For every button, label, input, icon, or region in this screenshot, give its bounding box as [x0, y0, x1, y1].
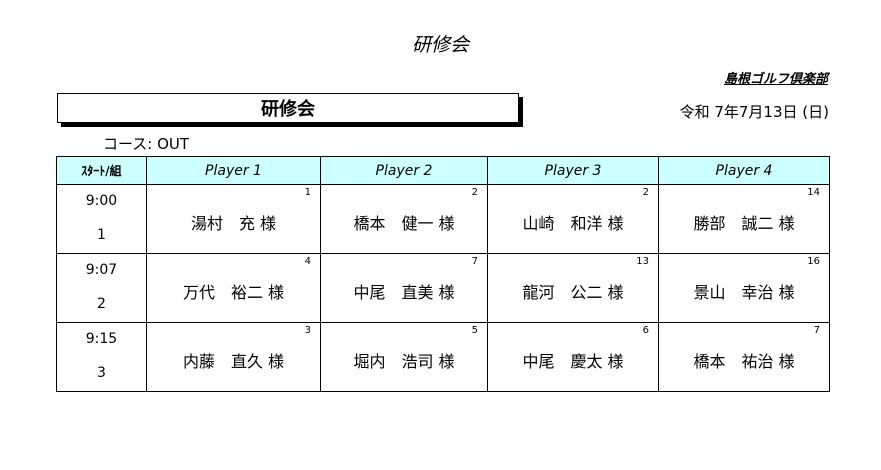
start-time: 9:07 — [85, 262, 118, 278]
start-time: 9:00 — [85, 193, 118, 209]
player-number: 3 — [304, 325, 311, 336]
player-number: 2 — [642, 187, 649, 198]
player-name: 中尾 直美 様 — [353, 283, 455, 302]
player-number: 6 — [642, 325, 649, 336]
event-name: 研修会 — [261, 99, 315, 120]
player-cell: 5 堀内 浩司 様 — [320, 322, 488, 392]
start-time: 9:15 — [85, 331, 118, 347]
header-player-1: Player 1 — [146, 156, 321, 185]
player-number: 14 — [807, 187, 820, 198]
table-row: 9:00 1 1 湯村 充 様 2 橋本 健一 様 2 山崎 和洋 様 14 勝… — [56, 184, 830, 254]
header-player-3: Player 3 — [487, 156, 659, 185]
player-name: 景山 幸治 様 — [693, 283, 795, 302]
player-cell: 2 山崎 和洋 様 — [487, 184, 659, 254]
player-cell: 7 橋本 祐治 様 — [658, 322, 830, 392]
player-cell: 13 龍河 公二 様 — [487, 253, 659, 323]
course-label: コース: OUT — [103, 135, 190, 153]
start-cell: 9:00 1 — [56, 184, 147, 254]
player-name: 堀内 浩司 様 — [353, 352, 455, 371]
group-number: 1 — [97, 227, 106, 243]
event-date: 令和 7年7月13日 (日) — [679, 103, 829, 121]
player-cell: 3 内藤 直久 様 — [146, 322, 321, 392]
club-name: 島根ゴルフ倶楽部 — [723, 72, 828, 87]
player-number: 7 — [471, 256, 478, 267]
table-row: 9:07 2 4 万代 裕二 様 7 中尾 直美 様 13 龍河 公二 様 16… — [56, 253, 830, 323]
player-number: 16 — [807, 256, 820, 267]
group-number: 2 — [97, 296, 106, 312]
player-name: 山崎 和洋 様 — [522, 214, 624, 233]
table-header-row: ｽﾀｰﾄ/組 Player 1 Player 2 Player 3 Player… — [56, 156, 830, 185]
table-row: 9:15 3 3 内藤 直久 様 5 堀内 浩司 様 6 中尾 慶太 様 7 橋… — [56, 322, 830, 392]
player-name: 橋本 祐治 様 — [693, 352, 795, 371]
player-number: 4 — [304, 256, 311, 267]
player-cell: 1 湯村 充 様 — [146, 184, 321, 254]
player-name: 内藤 直久 様 — [182, 352, 285, 371]
event-name-box: 研修会 — [57, 93, 519, 123]
player-name: 勝部 誠二 様 — [693, 214, 795, 233]
header-player-2: Player 2 — [320, 156, 488, 185]
start-cell: 9:07 2 — [56, 253, 147, 323]
player-name: 湯村 充 様 — [190, 214, 277, 233]
player-cell: 14 勝部 誠二 様 — [658, 184, 830, 254]
header-player-4: Player 4 — [658, 156, 830, 185]
player-cell: 2 橋本 健一 様 — [320, 184, 488, 254]
pairing-table: ｽﾀｰﾄ/組 Player 1 Player 2 Player 3 Player… — [56, 156, 830, 392]
player-cell: 16 景山 幸治 様 — [658, 253, 830, 323]
player-number: 7 — [813, 325, 820, 336]
player-cell: 4 万代 裕二 様 — [146, 253, 321, 323]
player-name: 中尾 慶太 様 — [522, 352, 624, 371]
player-number: 1 — [304, 187, 311, 198]
player-cell: 6 中尾 慶太 様 — [487, 322, 659, 392]
player-name: 龍河 公二 様 — [522, 283, 624, 302]
header-start-group: ｽﾀｰﾄ/組 — [56, 156, 147, 185]
group-number: 3 — [97, 365, 106, 381]
player-number: 2 — [471, 187, 478, 198]
player-number: 5 — [471, 325, 478, 336]
start-cell: 9:15 3 — [56, 322, 147, 392]
document-title: 研修会 — [411, 34, 469, 56]
player-name: 万代 裕二 様 — [182, 283, 285, 302]
player-name: 橋本 健一 様 — [353, 214, 455, 233]
player-number: 13 — [636, 256, 649, 267]
player-cell: 7 中尾 直美 様 — [320, 253, 488, 323]
